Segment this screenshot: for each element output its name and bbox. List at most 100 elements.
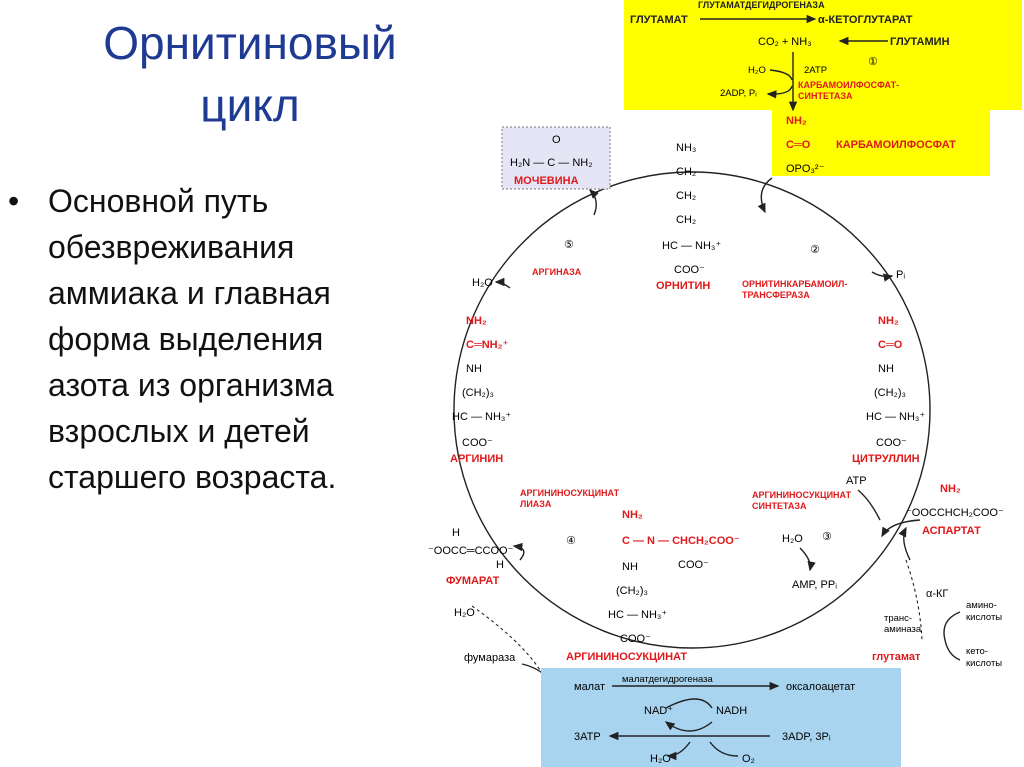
- ornithine-line-4: CH₂: [676, 214, 696, 226]
- argsucc-line-4: NH: [622, 561, 638, 573]
- glutamate-label: ГЛУТАМАТ: [630, 14, 688, 26]
- ketoacids-label-1: кето-: [966, 646, 988, 657]
- slide-title: Орнитиновый цикл: [40, 12, 460, 136]
- oxaloacetate-label: оксалоацетат: [786, 681, 855, 693]
- cps-label-2: СИНТЕТАЗА: [798, 91, 853, 101]
- cps-label-1: КАРБАМОИЛФОСФАТ-: [798, 80, 899, 90]
- yellow-panel-top: [624, 0, 1022, 110]
- ass-h2o-label: H₂O: [782, 533, 803, 545]
- citrulline-line-6: COO⁻: [876, 437, 907, 449]
- fumarate-release-arrow: [512, 542, 525, 561]
- akg-label: α-КГ: [926, 588, 948, 600]
- ornithine-line-6: COO⁻: [674, 264, 705, 276]
- co2-nh3-label: CO₂ + NH₃: [758, 36, 812, 48]
- ketoglutarate-label: α-КЕТОГЛУТАРАТ: [818, 14, 913, 26]
- nad-nadh-arrow: [665, 698, 713, 709]
- bullet-line-3: аммиака и главная: [48, 275, 331, 311]
- citrulline-line-2: C═O: [878, 339, 903, 351]
- argsucc-line-6: HC — NH₃⁺: [608, 609, 667, 621]
- argsucc-line-1: NH₂: [622, 509, 643, 521]
- ass-atp-arrow: [857, 489, 881, 521]
- ass-amp-label: AMP, PPᵢ: [792, 579, 837, 591]
- atp3-label: 3ATP: [574, 731, 601, 743]
- water-formation-arrow: [666, 741, 691, 761]
- transamination-dashed-path: [905, 559, 923, 641]
- citrulline-label: ЦИТРУЛЛИН: [852, 453, 920, 465]
- aspartate-label: АСПАРТАТ: [922, 525, 981, 537]
- step-5-marker: ⑤: [564, 239, 574, 251]
- carbamoyl-opo3: OPO₃²⁻: [786, 163, 825, 175]
- glutamate-bottom-label: глутамат: [872, 651, 921, 663]
- argsucc-line-7: COO⁻: [620, 633, 651, 645]
- carbamoyl-entry-arrow: [757, 177, 773, 214]
- ornithine-line-5: HC — NH₃⁺: [662, 240, 721, 252]
- urea-box: [501, 126, 611, 190]
- step-1-marker: ①: [868, 56, 878, 68]
- step-4-marker: ④: [566, 535, 576, 547]
- citrulline-line-1: NH₂: [878, 315, 899, 327]
- otc-label-1: ОРНИТИНКАРБАМОИЛ-: [742, 279, 847, 289]
- pi-release-arrow: [871, 271, 894, 282]
- cps-side-arrow-in: [769, 69, 793, 81]
- ornithine-label: ОРНИТИН: [656, 280, 710, 292]
- cps-side-arrow-out: [766, 85, 793, 99]
- transaminase-label-2: аминаза: [884, 624, 922, 635]
- argsucc-line-2: C — N — CHCH₂COO⁻: [622, 535, 740, 547]
- asl-label-1: АРГИНИНОСУКЦИНАТ: [520, 488, 620, 498]
- cycle-circle: [453, 171, 931, 649]
- bullet-line-5: азота из организма: [48, 367, 334, 403]
- yellow-h2o-label: H₂O: [748, 65, 766, 76]
- carbamoyl-co: C═O: [786, 139, 811, 151]
- citrulline-line-4: (CH₂)₃: [874, 387, 906, 399]
- bullet-text: Основной путь обезвреживания аммиака и г…: [48, 178, 336, 500]
- arginine-line-5: HC — NH₃⁺: [452, 411, 511, 423]
- ass-water-arrow: [799, 547, 816, 572]
- glutamine-label: ГЛУТАМИН: [890, 36, 950, 48]
- fumarate-h-bottom: H: [496, 559, 504, 571]
- ketoacids-label-2: кислоты: [966, 658, 1002, 669]
- oxygen-consumption-arrow: [709, 741, 739, 757]
- otc-label-2: ТРАНСФЕРАЗА: [742, 290, 810, 300]
- aspartate-nh2: NH₂: [940, 483, 961, 495]
- glutamate-dehydrogenase-label: ГЛУТАМАТДЕГИДРОГЕНАЗА: [698, 0, 825, 10]
- aminoacids-label-1: амино-: [966, 600, 997, 611]
- arginase-h2o-label: H₂O: [472, 277, 493, 289]
- urea-label: МОЧЕВИНА: [514, 175, 579, 187]
- title-line-1: Орнитиновый: [103, 17, 397, 69]
- yellow-2adp-label: 2ADP, Pᵢ: [720, 88, 757, 99]
- blue-h2o-label: H₂O: [650, 753, 671, 765]
- arginine-label: АРГИНИН: [450, 453, 503, 465]
- yellow-2atp-label: 2ATP: [804, 65, 827, 76]
- citrulline-line-5: HC — NH₃⁺: [866, 411, 925, 423]
- arginine-line-6: COO⁻: [462, 437, 493, 449]
- argininosuccinate-label: АРГИНИНОСУКЦИНАТ: [566, 651, 687, 663]
- bullet-marker: •: [8, 183, 20, 219]
- arginase-label: АРГИНАЗА: [532, 267, 582, 277]
- arginine-line-3: NH: [466, 363, 482, 375]
- ass-atp-label: ATP: [846, 475, 867, 487]
- urea-formula: H₂N — C — NH₂: [510, 157, 592, 169]
- carbamoyl-nh2: NH₂: [786, 115, 807, 127]
- ornithine-line-3: CH₂: [676, 190, 696, 202]
- transaminase-label-1: транс-: [884, 613, 912, 624]
- fumarase-h2o-label: H₂O: [454, 607, 475, 619]
- argsucc-line-3: COO⁻: [678, 559, 709, 571]
- mdh-label: малатдегидрогеназа: [622, 674, 713, 685]
- adp3-label: 3ADP, 3Pᵢ: [782, 731, 831, 743]
- title-line-2: цикл: [200, 79, 300, 131]
- bullet-line-7: старшего возраста.: [48, 459, 337, 495]
- asl-label-2: ЛИАЗА: [520, 499, 552, 509]
- aminoacids-label-2: кислоты: [966, 612, 1002, 623]
- yellow-panel-carbamoyl: [772, 108, 990, 176]
- bullet-line-2: обезвреживания: [48, 229, 295, 265]
- transamination-up-arrow: [898, 526, 911, 561]
- nadh-label: NADH: [716, 705, 747, 717]
- ass-label-1: АРГИНИНОСУКЦИНАТ: [752, 490, 852, 500]
- arginine-line-2: C═NH₂⁺: [466, 339, 509, 351]
- ornithine-line-2: CH₂: [676, 166, 696, 178]
- transamination-side-arrow: [943, 611, 961, 661]
- urea-release-arrow: [589, 189, 599, 216]
- carbamoyl-phosphate-label: КАРБАМОИЛФОСФАТ: [836, 139, 956, 151]
- fumarate-h-top: H: [452, 527, 460, 539]
